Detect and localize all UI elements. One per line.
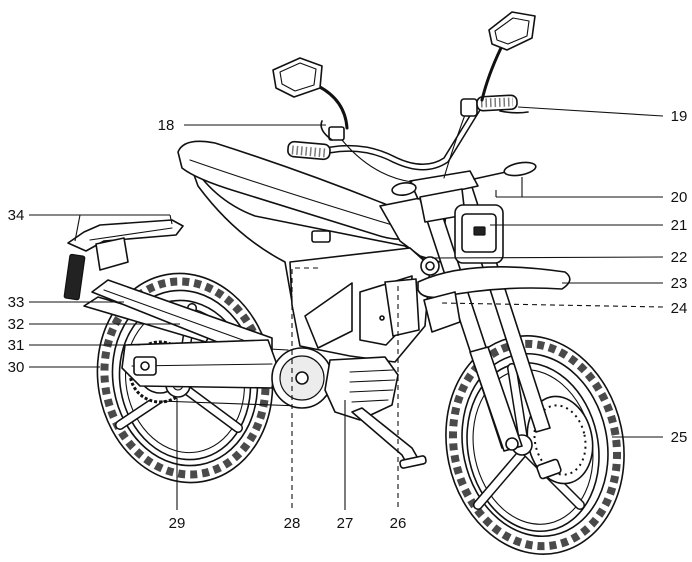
left-mirror (272, 57, 349, 130)
kickstand-foot (399, 455, 427, 469)
right-grip-assembly (460, 94, 529, 117)
cooling-fin-4 (351, 399, 389, 403)
front-brake-caliper (536, 458, 562, 480)
right-turn-signal-stalk (473, 171, 507, 180)
leader-34-left-prong (74, 214, 81, 242)
callout-19: 19 (671, 108, 688, 125)
callout-29: 29 (169, 515, 186, 532)
callout-32: 32 (8, 316, 25, 333)
left-brake-lever (320, 120, 333, 141)
callout-26: 26 (390, 515, 407, 532)
front-tire-tread (448, 339, 622, 551)
headlight-emblem (473, 226, 486, 236)
callout-28: 28 (284, 515, 301, 532)
callout-24: 24 (671, 300, 688, 317)
motor (271, 347, 333, 409)
right-turn-signal (503, 161, 537, 177)
callout-20: 20 (671, 189, 688, 206)
headlight-assembly (454, 204, 504, 264)
fork-cap-inner (425, 261, 435, 271)
front-spoke-left (474, 446, 529, 509)
front-brake-disc-holes (533, 404, 587, 476)
left-mirror-glass (279, 62, 317, 92)
fork-module (423, 291, 461, 333)
controller-housing (384, 278, 420, 337)
side-panel-recess (304, 282, 353, 349)
left-turn-signal (391, 182, 417, 196)
callout-23: 23 (671, 275, 688, 292)
callout-33: 33 (8, 294, 25, 311)
side-panel-screw (379, 315, 385, 321)
left-master-cylinder (328, 126, 345, 141)
callout-18: 18 (158, 117, 175, 134)
body-hatch (311, 230, 331, 243)
steering-head (409, 170, 479, 223)
right-switch-housing (460, 98, 478, 117)
callout-30: 30 (8, 359, 25, 376)
rear-light (63, 253, 86, 301)
front-wheel (445, 335, 625, 555)
motor-housing (324, 356, 399, 421)
leader-24 (441, 302, 664, 308)
left-grip-assembly (287, 120, 345, 161)
callout-27: 27 (337, 515, 354, 532)
leader-19 (517, 106, 664, 117)
belt-lower-run (159, 400, 301, 407)
motor-housing-shell (324, 356, 399, 421)
handlebar (326, 104, 482, 183)
leader-lines (29, 106, 664, 510)
license-plate-bracket (95, 237, 129, 271)
left-mirror-head (272, 57, 323, 98)
right-mirror-stalk (480, 46, 503, 102)
cooling-fin-1 (349, 369, 394, 373)
top-clamp (409, 170, 479, 200)
rear-rack (63, 219, 184, 301)
leader-34-right-prong (169, 214, 173, 225)
callout-34: 34 (8, 207, 25, 224)
kickstand (351, 407, 427, 469)
right-grip-ridges (480, 97, 514, 108)
fork-module-housing (423, 291, 461, 333)
throttle-cable (443, 111, 467, 179)
controller-box (384, 278, 420, 337)
motor-shaft (295, 371, 309, 385)
upper-beam-edge (103, 289, 263, 348)
left-grip-ridges (291, 145, 327, 158)
fork-cap (420, 256, 440, 276)
callout-31: 31 (8, 337, 25, 354)
leader-22 (431, 256, 664, 259)
left-mirror-stalk (316, 84, 349, 130)
cooling-fin-3 (349, 389, 394, 393)
callout-22: 22 (671, 249, 688, 266)
cooling-fin-2 (349, 379, 396, 383)
callout-25: 25 (671, 429, 688, 446)
callout-21: 21 (671, 217, 688, 234)
right-brake-lever (499, 110, 529, 114)
brake-cable (341, 139, 413, 183)
callout-labels: 18 19 20 21 22 23 24 25 26 27 28 29 30 3… (8, 108, 688, 532)
kickstand-leg (351, 407, 421, 467)
swingarm-body (121, 339, 277, 389)
fork-slider-near (469, 346, 523, 452)
swingarm (121, 339, 277, 389)
swingarm-axle-bolt (140, 361, 150, 371)
rear-spoke-right (176, 381, 242, 432)
turn-signals (391, 161, 537, 196)
handlebar-tube-outline (326, 104, 482, 171)
right-mirror (480, 11, 536, 102)
seat-seam (189, 159, 403, 229)
right-mirror-head (488, 11, 536, 51)
right-mirror-glass (494, 17, 530, 45)
rack-rail (89, 227, 173, 241)
leader-20 (521, 177, 663, 198)
fork-axle-nut (505, 437, 519, 451)
